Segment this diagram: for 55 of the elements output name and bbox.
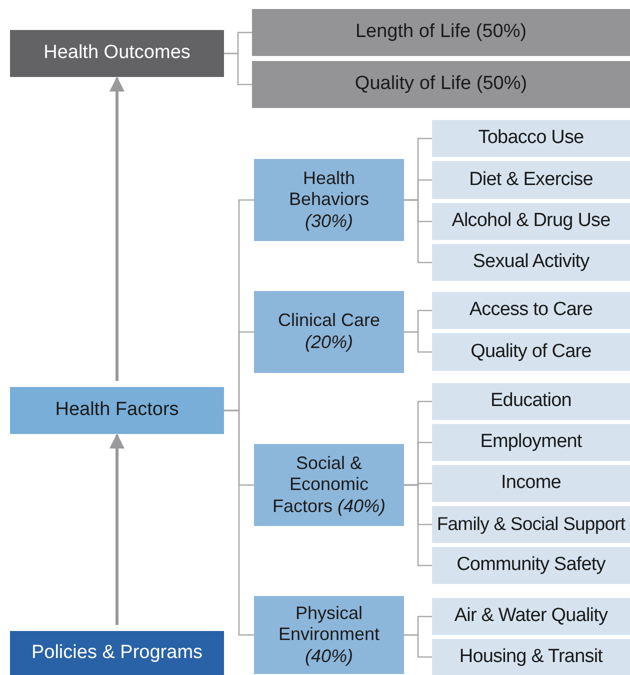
- factor-item-box: [432, 424, 630, 461]
- factor-item-box: [432, 598, 630, 635]
- factor-item-box: [432, 383, 630, 420]
- factor-item-box: [432, 333, 630, 371]
- node-label: Alcohol & Drug Use: [452, 210, 610, 233]
- node-label: Education: [490, 390, 572, 413]
- factor-item-box: [432, 639, 630, 675]
- node-label: Air & Water Quality: [454, 605, 608, 628]
- node-label: Clinical Care: [278, 310, 380, 332]
- factor-item-box: [432, 506, 630, 543]
- arrow: [110, 434, 124, 625]
- arrow: [110, 76, 124, 381]
- factor-item-box: [432, 292, 630, 329]
- node-label: Length of Life (50%): [355, 21, 527, 44]
- node-label: Diet & Exercise: [469, 168, 593, 192]
- factor-item-box: [432, 244, 630, 281]
- node-label: Tobacco Use: [478, 127, 584, 150]
- factor-group-box: [254, 159, 404, 241]
- connector-line: [404, 331, 432, 353]
- node-label: Health Outcomes: [44, 42, 190, 65]
- factor-box: [10, 387, 224, 434]
- share-label: (40%): [304, 646, 353, 668]
- connector-line: [404, 199, 432, 264]
- outcome-component-box: [252, 9, 630, 56]
- connector-line: [404, 484, 432, 566]
- connector-line: [404, 634, 432, 658]
- outcome-box: [10, 30, 224, 77]
- node-label: Social & Economic Factors (40%): [271, 452, 387, 518]
- node-label: Family & Social Support: [436, 513, 626, 536]
- share-label: (30%): [304, 210, 353, 232]
- node-label: Policies & Programs: [31, 642, 203, 664]
- factor-item-box: [432, 203, 630, 240]
- outcome-component-box: [252, 61, 630, 108]
- node-label: Quality of Care: [470, 340, 592, 364]
- node-label: Income: [501, 472, 561, 495]
- factor-group-box: [254, 291, 404, 373]
- node-label: Community Safety: [456, 554, 606, 577]
- connector-line: [224, 52, 252, 86]
- share-label: (20%): [304, 332, 353, 354]
- factor-item-box: [432, 120, 630, 157]
- node-label: Employment: [480, 431, 582, 454]
- factor-item-box: [432, 161, 630, 199]
- node-label: Quality of Life (50%): [354, 73, 528, 96]
- node-label: Physical Environment: [277, 602, 381, 646]
- factor-group-box: [254, 444, 404, 526]
- factor-item-box: [432, 465, 630, 502]
- connector-line: [224, 410, 254, 636]
- node-label: Health Behaviors: [288, 168, 370, 211]
- policy-box: [10, 631, 224, 675]
- factor-group-box: [254, 596, 404, 674]
- node-label: Sexual Activity: [472, 251, 590, 274]
- node-label: Housing & Transit: [459, 646, 603, 668]
- factor-item-box: [432, 547, 630, 584]
- node-label: Access to Care: [469, 299, 593, 322]
- node-label: Health Factors: [55, 399, 179, 422]
